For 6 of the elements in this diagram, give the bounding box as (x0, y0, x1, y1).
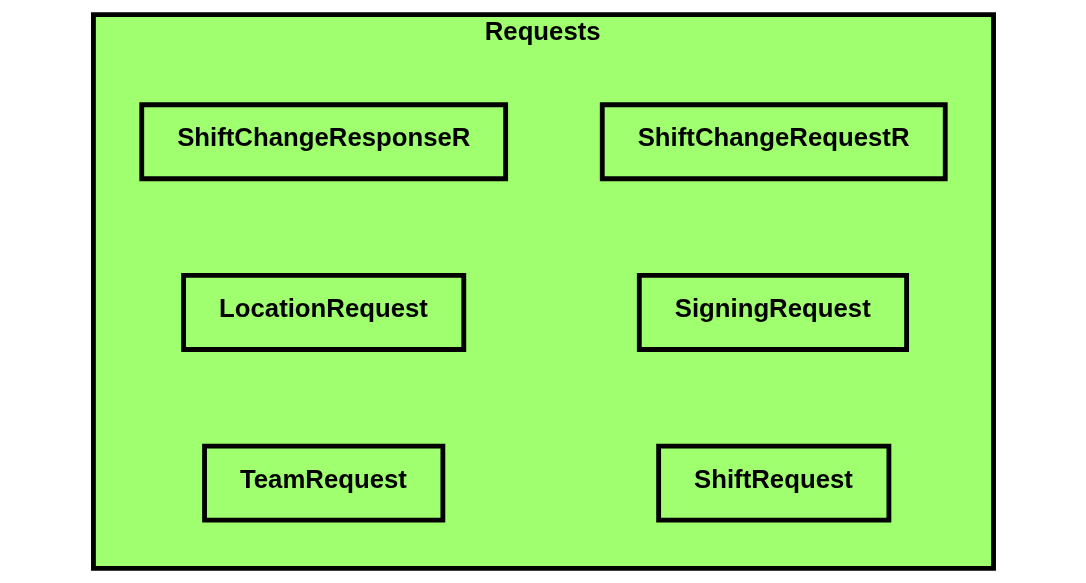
node-box: SigningRequest (636, 273, 909, 352)
node-box: LocationRequest (180, 273, 466, 352)
node-box: TeamRequest (201, 443, 445, 523)
node-box: ShiftChangeResponseR (138, 102, 508, 182)
node-box: ShiftChangeRequestR (599, 102, 948, 182)
node-box: ShiftRequest (655, 443, 891, 523)
